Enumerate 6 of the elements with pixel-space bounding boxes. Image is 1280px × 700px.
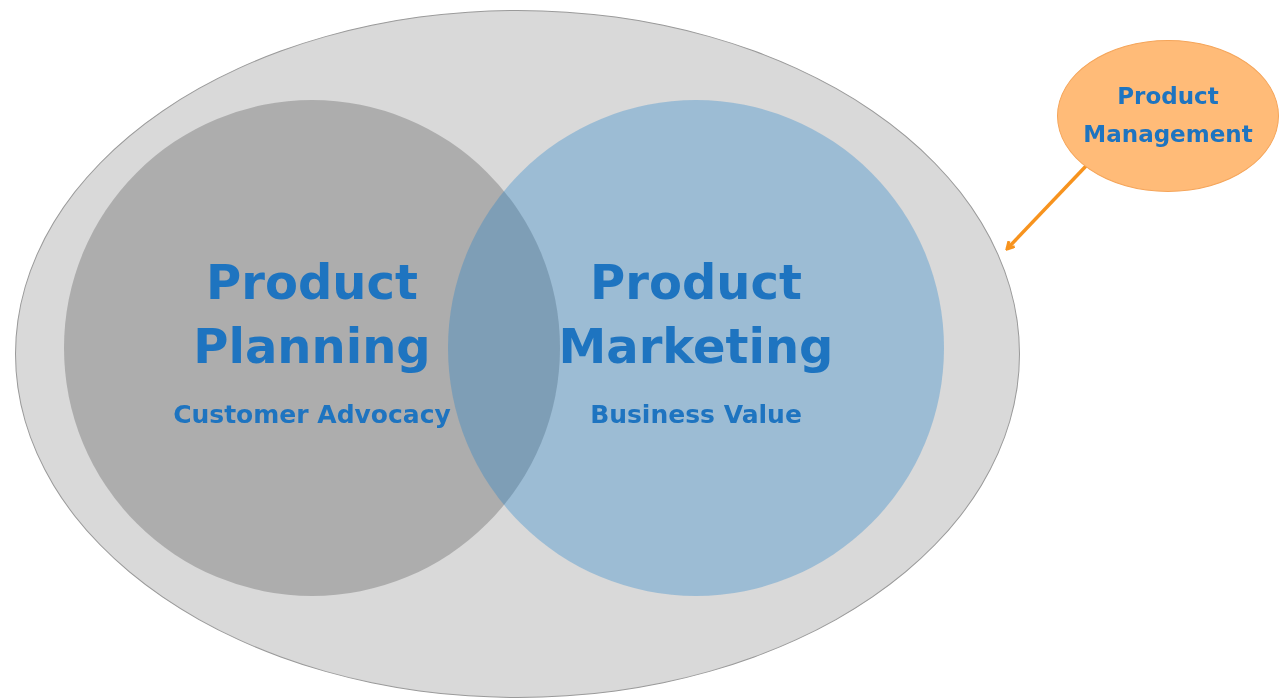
arrow [1005,164,1088,251]
circle-heading: Product Planning [192,253,432,376]
circle-subheading: Business Value [589,400,803,430]
ellipse-label: Product Management [1082,82,1254,149]
circle-heading: Product Marketing [557,253,835,376]
circle-subheading: Customer Advocacy [172,400,452,430]
